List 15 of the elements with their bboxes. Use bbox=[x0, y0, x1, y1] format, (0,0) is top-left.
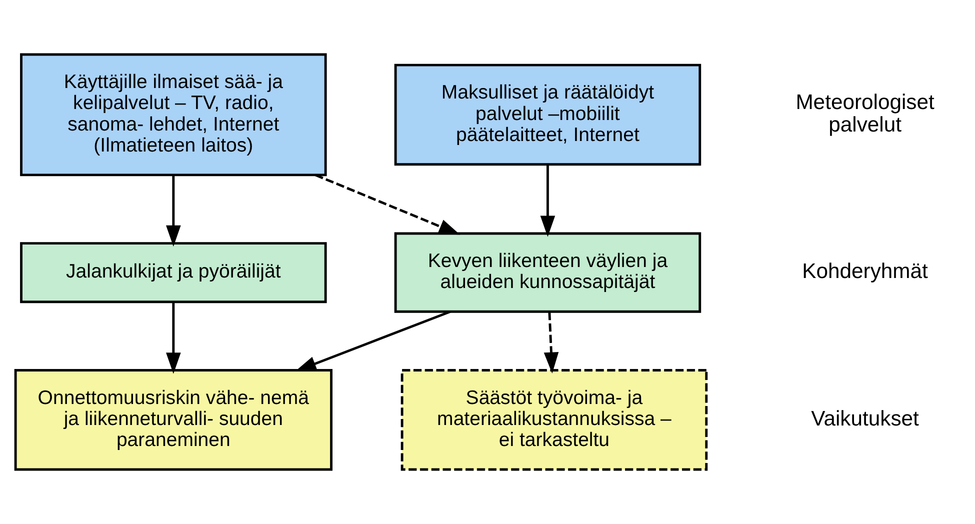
label: Vaikutukset bbox=[811, 407, 919, 430]
node-box: Jalankulkijat ja pyöräilijät bbox=[20, 242, 327, 304]
arrow bbox=[544, 312, 559, 374]
node-box: Kevyen liikenteen väylien ja alueiden kunnossapitäjät bbox=[394, 232, 702, 313]
node-box: Säästöt työvoima- ja materiaalikustannuksissa – ei tarkasteltu bbox=[400, 369, 708, 471]
arrow bbox=[166, 302, 181, 374]
node-box: Maksulliset ja räätälöidyt palvelut –mobiilit päätelaitteet, Internet bbox=[394, 64, 702, 166]
node-box: Käyttäjille ilmaiset sää- ja kelipalvelut – TV, radio, sanoma- lehdet, Internet (Ilmatieteen laitos) bbox=[20, 53, 327, 176]
node-box: Onnettomuusriskin vähe- nemä ja liikenneturvalli- suuden paraneminen bbox=[14, 369, 332, 471]
arrow bbox=[540, 164, 556, 237]
label: Meteorologiset palvelut bbox=[796, 90, 934, 137]
label: Kohderyhmät bbox=[802, 260, 928, 284]
arrow bbox=[295, 310, 451, 372]
arrow bbox=[314, 174, 460, 235]
arrow bbox=[166, 175, 181, 247]
